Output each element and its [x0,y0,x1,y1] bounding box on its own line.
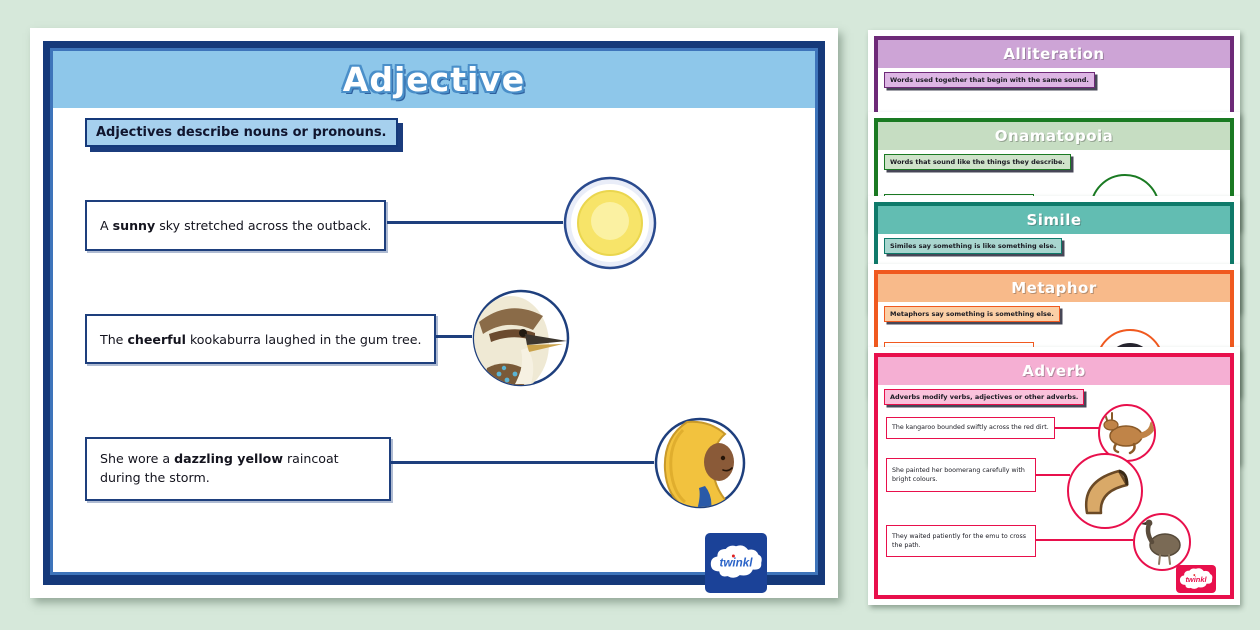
card-definition: Adverbs modify verbs, adjectives or othe… [884,389,1085,405]
poster-title: Adjective [342,60,526,99]
card-definition: Similes say something is like something … [884,238,1063,254]
card-header: Alliteration [878,40,1230,68]
definition-box: Adjectives describe nouns or pronouns. [85,118,398,147]
boomerang-image [1067,453,1143,529]
sentence-text: They waited patiently for the emu to cro… [892,532,1027,549]
definition-text: Adjectives describe nouns or pronouns. [96,125,387,140]
sentence-box: A sunny sky stretched across the outback… [85,200,387,251]
connector-line [1036,539,1133,541]
card-title: Metaphor [1011,279,1097,297]
card-definition: Words used together that begin with the … [884,72,1095,88]
poster-border [43,41,825,585]
card-title: Adverb [1022,362,1086,380]
sentence-box: The kangaroo bounded swiftly across the … [886,417,1055,439]
card-title: Onamatopoia [994,127,1114,145]
svg-text:twinkl: twinkl [719,557,753,570]
sentence-text: She wore a dazzling yellow raincoat duri… [100,451,339,485]
twinkl-logo: twinkl [705,533,767,593]
sentence-box: The cheerful kookaburra laughed in the g… [85,314,437,364]
sentence-text: The kangaroo bounded swiftly across the … [892,424,1049,432]
twinkl-logo: twinkl [1176,565,1216,593]
sun-image [562,175,658,271]
kookaburra-image [471,288,571,388]
sentence-text: A sunny sky stretched across the outback… [100,218,372,233]
emu-image [1133,513,1191,571]
card-header: Metaphor [878,274,1230,302]
adjective-poster: Adjective Adjectives describe nouns or p… [30,28,838,598]
poster-header: Adjective [53,51,815,108]
sentence-box: She wore a dazzling yellow raincoat duri… [85,437,391,501]
adverb-card: Adverb Adverbs modify verbs, adjectives … [868,347,1240,605]
sentence-box: She painted her boomerang carefully with… [886,458,1036,492]
svg-text:twinkl: twinkl [1185,574,1207,583]
sentence-box: They waited patiently for the emu to cro… [886,525,1036,557]
raincoat-girl-image [653,416,747,510]
connector-line [1036,427,1100,429]
kangaroo-image [1098,404,1156,462]
card-title: Alliteration [1003,45,1105,63]
connector-line [1036,474,1070,476]
connector-line [387,221,563,224]
connector-line [387,461,654,464]
card-definition: Metaphors say something is something els… [884,306,1060,322]
card-title: Simile [1026,211,1082,229]
sentence-text: She painted her boomerang carefully with… [892,466,1025,483]
card-header: Simile [878,206,1230,234]
card-header: Onamatopoia [878,122,1230,150]
card-header: Adverb [878,357,1230,385]
sentence-text: The cheerful kookaburra laughed in the g… [100,331,422,347]
card-definition: Words that sound like the things they de… [884,154,1071,170]
